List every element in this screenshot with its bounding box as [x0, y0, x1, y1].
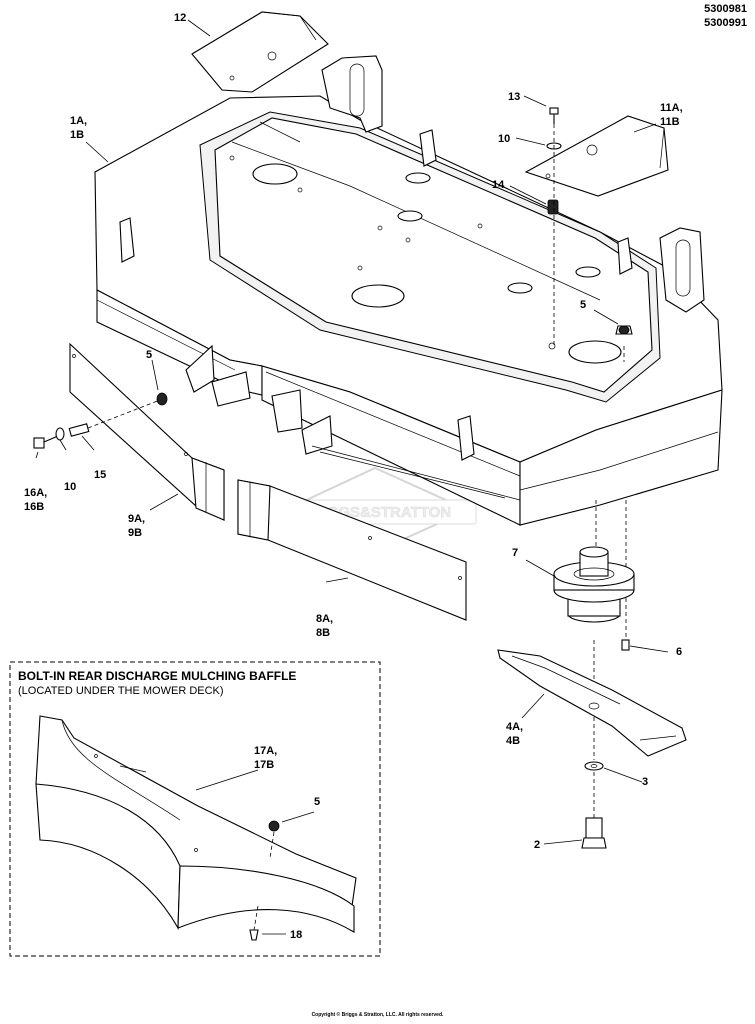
part-12-cover-plate: [191, 11, 329, 93]
callout-10-left: 10: [64, 481, 76, 493]
part-number-list: 5300981 5300991: [704, 2, 747, 30]
callout-15: 15: [94, 469, 106, 481]
bolt-stack-top: [546, 107, 633, 362]
callout-17-b: 17B: [254, 759, 274, 771]
inset-title: BOLT-IN REAR DISCHARGE MULCHING BAFFLE: [18, 669, 297, 683]
callout-18: 18: [290, 929, 302, 941]
callout-10-top: 10: [498, 133, 510, 145]
callout-17-a: 17A,: [254, 745, 277, 757]
inset-heading: BOLT-IN REAR DISCHARGE MULCHING BAFFLE (…: [18, 668, 296, 698]
washer-and-bolt: [581, 761, 607, 849]
callout-5-inset: 5: [314, 796, 320, 808]
part-4-blade: [497, 649, 687, 757]
callout-5-right: 5: [580, 299, 586, 311]
callout-4-a: 4A,: [506, 721, 523, 733]
callout-11-a: 11A,: [660, 102, 683, 114]
leader-lines: [35, 19, 669, 935]
callout-16-a: 16A,: [24, 487, 47, 499]
callout-2: 2: [534, 839, 540, 851]
part-number-1: 5300981: [704, 3, 747, 15]
callout-14: 14: [492, 179, 505, 191]
inset-box: [9, 661, 381, 957]
callout-9-a: 9A,: [128, 513, 145, 525]
callout-1-b: 1B: [70, 129, 84, 141]
callout-8-a: 8A,: [316, 613, 333, 625]
callout-13: 13: [508, 91, 520, 103]
callout-12: 12: [174, 12, 186, 24]
part-number-2: 5300991: [704, 17, 747, 29]
callout-7: 7: [512, 547, 518, 559]
copyright-notice: Copyright © Briggs & Stratton, LLC. All …: [311, 1012, 444, 1018]
callout-6: 6: [676, 646, 682, 658]
callout-4-b: 4B: [506, 735, 520, 747]
callout-3: 3: [642, 776, 648, 788]
callout-16-b: 16B: [24, 501, 44, 513]
callout-9-b: 9B: [128, 527, 142, 539]
callout-5-left: 5: [146, 349, 152, 361]
inset-subtitle: (LOCATED UNDER THE MOWER DECK): [18, 685, 224, 697]
part-8-baffle: [237, 479, 467, 621]
callout-11-b: 11B: [660, 116, 680, 128]
mower-deck: [94, 55, 723, 526]
part-7-spindle: [553, 500, 635, 760]
part-9-baffle: [69, 342, 225, 521]
callout-labels: 12 1A, 1B 13 10 11A, 11B 14 5 5 16A, 16B…: [24, 12, 683, 941]
callout-1-a: 1A,: [70, 115, 87, 127]
callout-8-b: 8B: [316, 627, 330, 639]
part-11-plate: [524, 115, 669, 197]
